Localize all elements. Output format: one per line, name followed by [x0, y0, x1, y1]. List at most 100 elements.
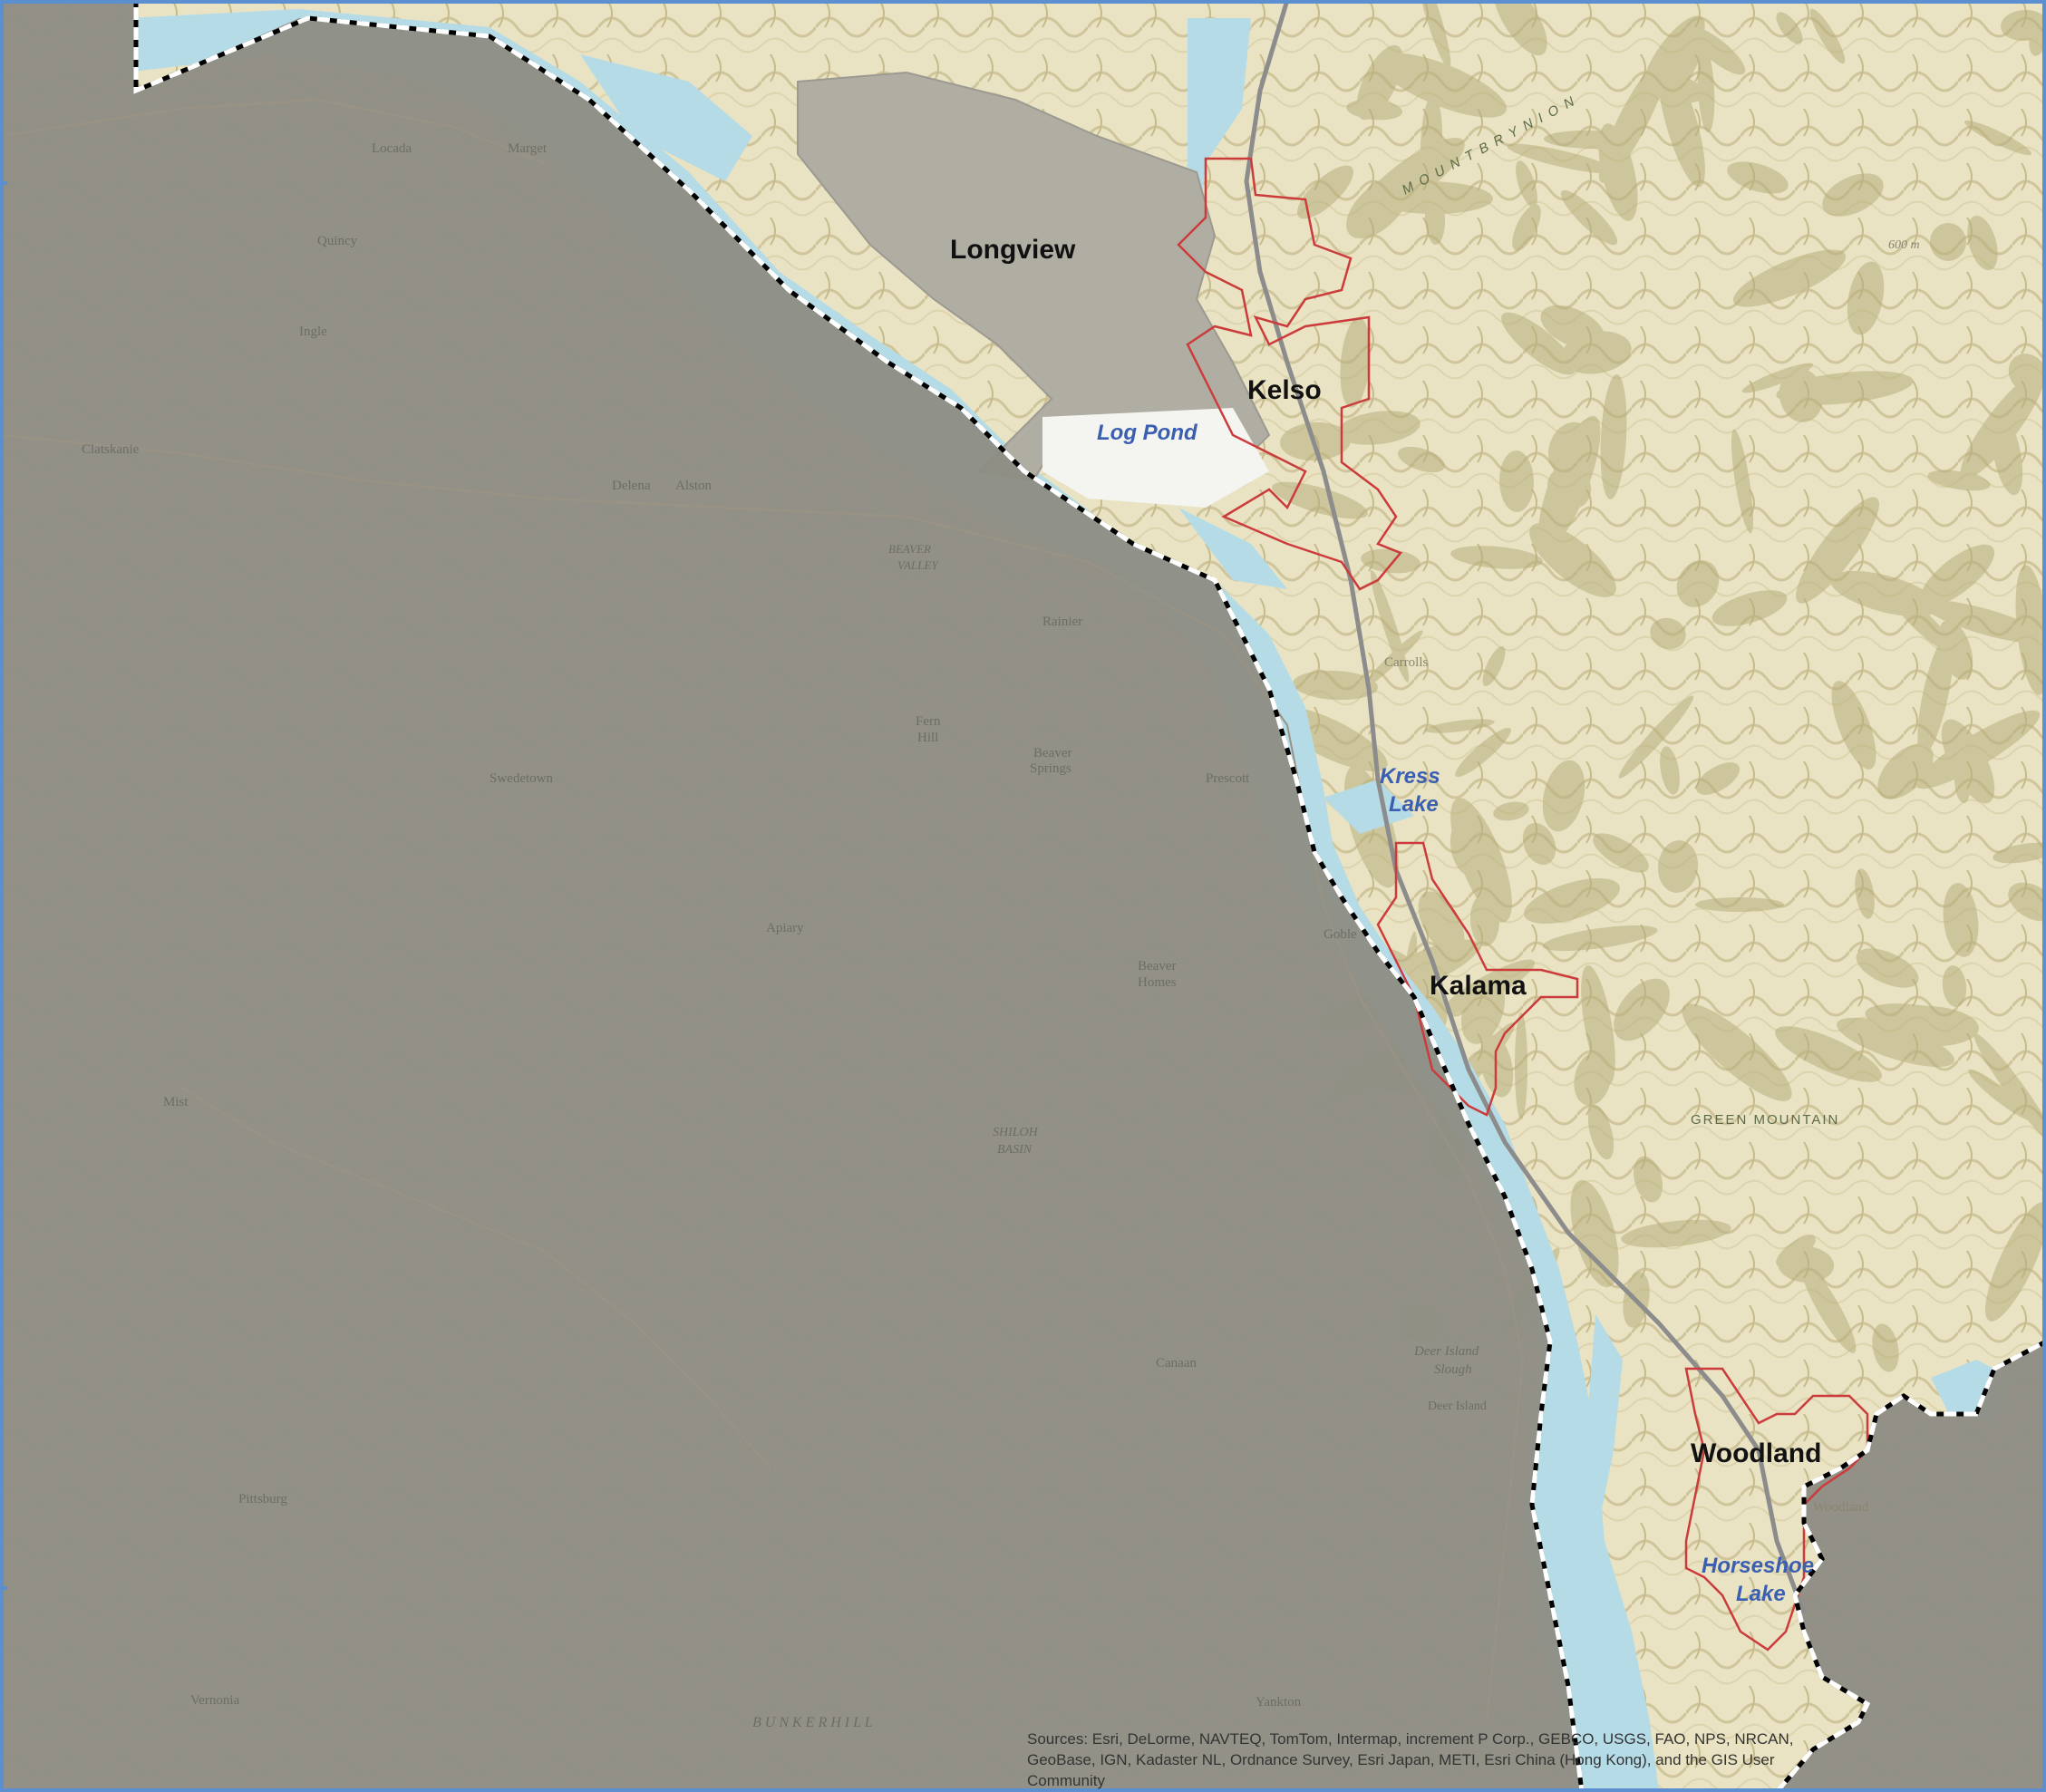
road: [0, 98, 545, 164]
terrain-ridge: [1775, 1026, 1882, 1082]
terrain-ridge: [1922, 600, 2046, 644]
place-labels: Locada Marget Quincy Ingle Clatskanie De…: [82, 141, 1487, 1730]
elevation-label: 600 m: [1888, 238, 1920, 252]
place-label: BEAVER: [888, 542, 931, 556]
kress-lake-label: Kress: [1380, 764, 1440, 789]
terrain-ridge: [1964, 120, 2031, 156]
place-label: VALLEY: [897, 558, 939, 572]
terrain-ridge: [1529, 523, 1616, 597]
terrain-ridge: [1809, 8, 1846, 64]
place-label: Pittsburg: [238, 1492, 287, 1506]
attribution-line: GeoBase, IGN, Kadaster NL, Ordnance Surv…: [1027, 1751, 1775, 1768]
terrain-ridge: [1297, 165, 1353, 219]
terrain-ridge: [1741, 363, 1814, 393]
place-label: Swedetown: [490, 771, 553, 786]
terrain-ridge: [1561, 331, 1632, 374]
terrain-ridge: [1695, 762, 1741, 795]
terrain-ridge: [1398, 446, 1445, 473]
terrain-ridge: [1697, 45, 1715, 132]
terrain-ridge: [2008, 354, 2046, 393]
terrain-ridge: [1560, 189, 1618, 246]
place-label: B U N K E R H I L L: [752, 1715, 873, 1730]
terrain-ridge: [1417, 0, 1451, 69]
terrain-ridge: [1831, 681, 1876, 770]
terrain-ridge: [1515, 1012, 1527, 1119]
terrain-ridge: [1337, 411, 1421, 445]
terrain-ridge: [1614, 978, 1670, 1041]
terrain-ridge: [1993, 842, 2046, 864]
terrain-ridge: [1493, 0, 1547, 56]
attribution: Sources: Esri, DeLorme, NAVTEQ, TomTom, …: [1027, 1730, 1794, 1789]
terrain-ridge: [1855, 868, 1875, 919]
river-channel: [1178, 508, 1287, 589]
terrain-ridge: [1877, 743, 1934, 799]
terrain-ridge: [1441, 959, 1536, 1015]
terrain-ridge: [1361, 548, 1421, 574]
terrain-ridge: [1621, 1219, 1731, 1248]
terrain-ridge: [1942, 965, 1967, 1007]
terrain-ridge: [1574, 1051, 1612, 1106]
terrain-ridge: [1501, 312, 1576, 375]
terrain-ridge: [1363, 630, 1423, 688]
place-label: Slough: [1434, 1362, 1472, 1377]
river-channel: [1586, 1314, 1623, 1541]
place-label: Yankton: [1256, 1695, 1302, 1710]
outside-study-area: [0, 0, 1582, 1792]
terrain-ridge: [1973, 1033, 2046, 1146]
woodland-city-limits: [1684, 1367, 1869, 1652]
terrain-ridge: [1598, 123, 1638, 221]
place-label: Vernonia: [190, 1693, 239, 1708]
place-label: Beaver: [1138, 959, 1176, 973]
horseshoe-lake-label: Horseshoe: [1702, 1554, 1814, 1578]
attribution-line: Community: [1027, 1772, 1105, 1789]
place-label: Beaver: [1033, 746, 1071, 760]
terrain-ridge: [1800, 1263, 1857, 1353]
woodland-label: Woodland: [1691, 1438, 1821, 1468]
terrain-ridge: [1676, 560, 1720, 607]
place-label: Deer Island: [1413, 1344, 1479, 1359]
terrain-ridge: [1847, 261, 1885, 335]
place-label: Marget: [508, 141, 548, 156]
terrain-ridge: [1346, 99, 1402, 121]
place-label: Deer Island: [1428, 1400, 1487, 1413]
place-label: Quincy: [317, 234, 358, 248]
terrain-ridge: [1424, 719, 1495, 733]
city-limits-layer: [1177, 157, 1869, 1652]
terrain-ridge: [1829, 570, 1940, 617]
terrain-ridge: [1587, 1104, 1614, 1160]
terrain-ridge: [1581, 964, 1615, 1086]
port-area: [1042, 408, 1269, 508]
terrain-ridge: [2001, 9, 2046, 42]
terrain-ridge: [1776, 371, 1914, 405]
terrain-ridge: [1593, 833, 1649, 873]
terrain-ridge: [1917, 634, 1954, 756]
outside-study-area-east: [1777, 1342, 2046, 1792]
terrain-ridge: [1634, 1156, 1663, 1203]
log-pond-label: Log Pond: [1097, 421, 1198, 445]
terrain-ridge: [1872, 1323, 1899, 1372]
terrain-ridge: [1600, 374, 1627, 499]
river-channel: [1324, 780, 1414, 834]
terrain-ridge: [1507, 143, 1615, 174]
longview-label: Longview: [950, 235, 1076, 265]
terrain-ridge: [1856, 948, 1919, 988]
frame-tick: [0, 181, 7, 185]
terrain-ridge: [1378, 53, 1507, 118]
terrain-ridge: [1660, 746, 1680, 795]
terrain-ridge: [1711, 590, 1788, 626]
terrain-ridge: [1450, 798, 1512, 923]
terrain-ridge: [1522, 822, 1556, 866]
boundary-highlight: [133, 0, 1585, 1792]
terrain-ridge: [1695, 897, 1784, 912]
terrain-ridge: [1776, 12, 1803, 44]
place-label: Homes: [1138, 975, 1177, 990]
terrain-ridge: [1570, 1179, 1619, 1288]
terrain-ridge: [1642, 15, 1705, 99]
terrain-ridge: [1985, 1202, 2046, 1322]
kalama-city-limits: [1376, 841, 1579, 1117]
frame-tick: [0, 1586, 7, 1590]
city-labels: Longview Kelso Kalama Woodland: [950, 235, 1821, 1468]
